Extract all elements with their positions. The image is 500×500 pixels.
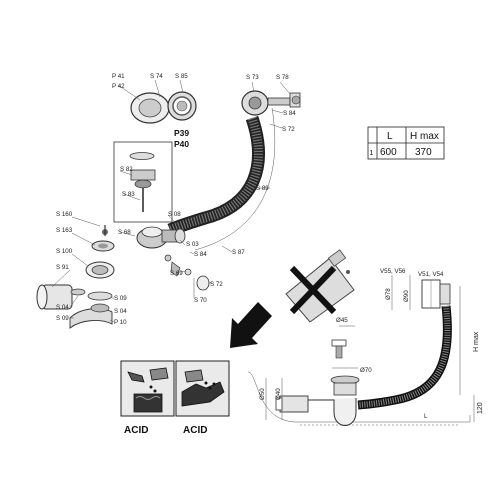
label-s03: S 03: [186, 241, 199, 248]
label-d40: Ø40: [275, 388, 282, 400]
label-s89: S 89: [256, 185, 269, 192]
label-p10: P 10: [114, 319, 127, 326]
label-s72-low: S 72: [210, 281, 223, 288]
label-120: 120: [477, 402, 484, 414]
part-labels: P 41 P 42 S 74 S 85 S 73 S 78 S 84 S 72 …: [56, 73, 296, 326]
drawing-labels: V55, V56 V51, V54 Ø78 Ø90 Ø45 Ø70 Ø50 Ø4…: [259, 268, 484, 420]
table-cell-l: 600: [380, 147, 397, 158]
label-d90: Ø90: [403, 290, 410, 302]
table-row-index: 1: [370, 150, 374, 157]
label-v55: V55, V56: [380, 268, 406, 275]
label-d45: Ø45: [336, 317, 348, 324]
label-s87: S 87: [232, 249, 245, 256]
label-d70: Ø70: [360, 367, 372, 374]
label-s04-right: S 04: [114, 308, 127, 315]
acid-warning-left: ACID: [120, 360, 175, 436]
installation-drawing: [247, 275, 475, 426]
label-p41: P 41: [112, 73, 125, 80]
label-d78: Ø78: [385, 288, 392, 300]
label-hmax: H max: [473, 331, 480, 352]
label-p42: P 42: [112, 83, 125, 90]
acid-label-left: ACID: [124, 425, 148, 436]
label-s78: S 78: [276, 74, 289, 81]
label-s85: S 85: [175, 73, 188, 80]
overflow-hose: [167, 115, 265, 237]
acid-label-right: ACID: [183, 425, 207, 436]
cross-stroke-2: [289, 265, 337, 315]
label-s160: S 160: [56, 211, 73, 218]
label-s84-top: S 84: [283, 110, 296, 117]
overflow-cover-part: [130, 91, 197, 124]
label-s91: S 91: [56, 264, 69, 271]
label-d50: Ø50: [259, 388, 266, 400]
trap-parts: [36, 284, 113, 329]
label-s08: S 08: [168, 211, 181, 218]
label-s100: S 100: [56, 248, 73, 255]
label-s83: S 83: [122, 191, 135, 198]
waste-body-part: [85, 225, 186, 279]
label-s72-top: S 72: [282, 126, 295, 133]
label-l: L: [424, 413, 428, 420]
label-s09-left: S 09: [56, 315, 69, 322]
label-s68: S 68: [118, 229, 131, 236]
label-s04-left: S 04: [56, 304, 69, 311]
table-header-hmax: H max: [410, 131, 439, 142]
bowden-cable: [194, 107, 276, 251]
table-header-l: L: [387, 131, 393, 142]
label-s69: S 69: [170, 270, 183, 277]
label-p40: P40: [174, 139, 189, 149]
label-s82: S 82: [120, 166, 133, 173]
plug-detail-box: [113, 141, 173, 223]
label-s70: S 70: [194, 297, 207, 304]
label-v51: V51, V54: [418, 271, 444, 278]
label-s84-mid: S 84: [194, 251, 207, 258]
acid-warning-right: ACID: [175, 360, 230, 436]
direction-arrow: [230, 302, 272, 348]
label-s09-right: S 09: [114, 295, 127, 302]
label-s74: S 74: [150, 73, 163, 80]
size-table: L H max 1 600 370: [367, 126, 445, 160]
label-p39: P39: [174, 128, 189, 138]
label-s73: S 73: [246, 74, 259, 81]
label-s163: S 163: [56, 227, 73, 234]
overflow-head-part: [241, 90, 301, 116]
no-chemicals-warning: [285, 249, 355, 323]
leader-lines: [51, 79, 291, 323]
table-cell-hmax: 370: [415, 147, 432, 158]
